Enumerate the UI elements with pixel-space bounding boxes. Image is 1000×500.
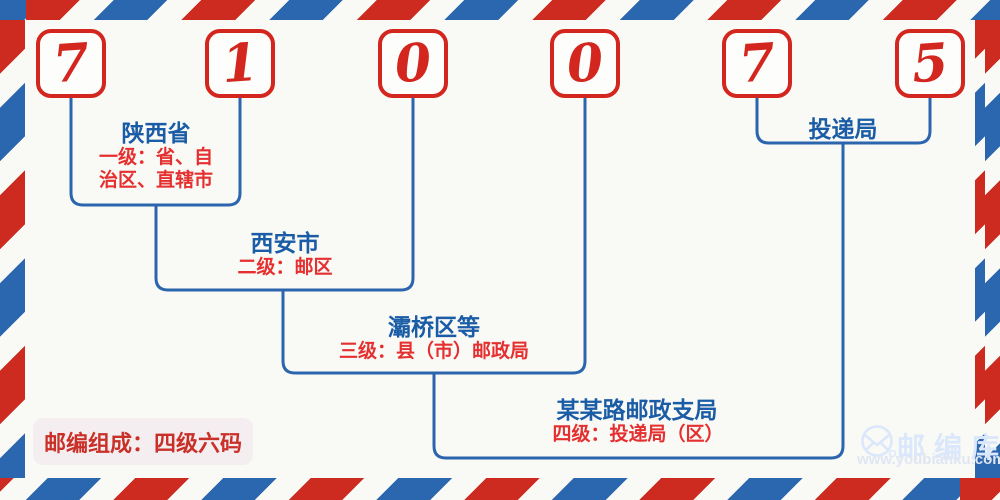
digit-3: 0 [392, 31, 434, 95]
level-1-description-line-2: 治区、直辖市 [98, 170, 214, 191]
level-1-description: 一级：省、自 治区、直辖市 [99, 146, 213, 192]
level-2-region-name: 西安市 [250, 231, 320, 256]
level-1-description-line-1: 一级：省、自 [98, 147, 214, 168]
digit-box-1: 7 [36, 29, 106, 98]
digit-box-4: 0 [550, 29, 620, 98]
digit-6: 5 [909, 31, 951, 95]
bracket-level-4 [432, 143, 845, 460]
airmail-border-top [0, 0, 1000, 20]
digit-box-5: 7 [722, 29, 792, 98]
envelope-in-circle-icon [861, 425, 897, 458]
logo-text: 邮编库 [897, 432, 1000, 463]
level-2-description: 二级：邮区 [237, 257, 333, 278]
logo-url: www.youbianku.com [857, 451, 1000, 468]
level-3-region-name: 灞桥区等 [388, 315, 480, 340]
airmail-border-bottom [0, 478, 1000, 500]
airmail-border-left [0, 20, 25, 478]
postcode-composition-text: 邮编组成：四级六码 [43, 430, 242, 456]
level-4-description: 四级：投递局（区） [552, 424, 724, 445]
level-3-description: 三级：县（市）邮政局 [338, 341, 530, 362]
digit-box-3: 0 [378, 29, 448, 98]
digit-box-2: 1 [205, 29, 275, 98]
digit-2: 1 [219, 31, 261, 95]
digit-1: 7 [50, 31, 92, 95]
digit-box-6: 5 [895, 29, 965, 98]
level-4-region-name: 某某路邮政支局 [556, 398, 718, 423]
digit-4: 0 [564, 31, 606, 95]
airmail-border-right [975, 20, 1000, 478]
digit-5: 7 [736, 31, 778, 95]
delivery-office-label: 投递局 [808, 117, 878, 142]
postcode-composition-badge: 邮编组成：四级六码 [33, 418, 253, 465]
bracket-delivery-office [755, 98, 932, 145]
level-1-region-name: 陕西省 [121, 121, 191, 146]
